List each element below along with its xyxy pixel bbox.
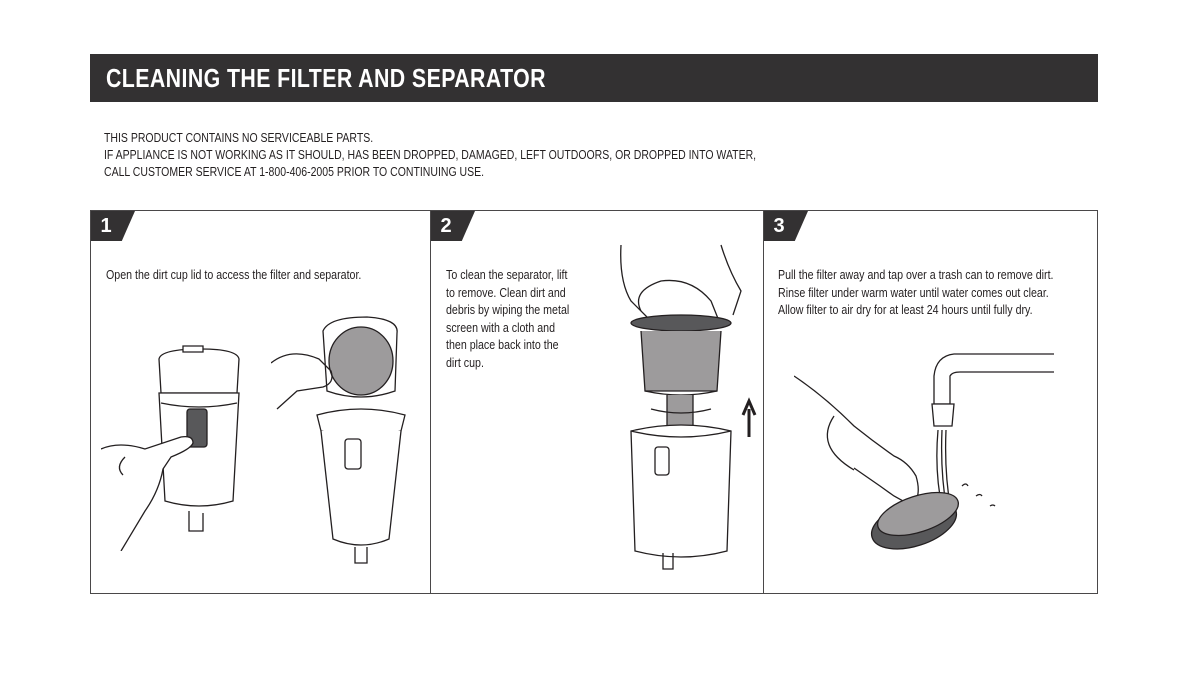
instruction-line: Pull the filter away and tap over a tras… [778,267,1054,282]
instruction-line: dirt cup. [446,354,484,370]
page-title: CLEANING THE FILTER AND SEPARATOR [106,62,546,93]
instruction-line: Rinse filter under warm water until wate… [778,284,1049,300]
steps-panel: 1 Open the dirt cup lid to access the fi… [90,210,1098,594]
notice-line: THIS PRODUCT CONTAINS NO SERVICEABLE PAR… [104,131,374,145]
section-title-bar: CLEANING THE FILTER AND SEPARATOR [90,54,1098,102]
step-number: 1 [100,215,112,237]
service-notice: THIS PRODUCT CONTAINS NO SERVICEABLE PAR… [104,130,860,181]
notice-line: CALL CUSTOMER SERVICE AT 1-800-406-2005 … [104,165,485,179]
instruction-line: screen with a cloth and [446,319,556,335]
step-2: 2 To clean the separator, lift to remove… [430,211,763,593]
step-1: 1 Open the dirt cup lid to access the fi… [91,211,430,593]
instruction-line: Open the dirt cup lid to access the filt… [106,267,362,282]
step-1-instructions: Open the dirt cup lid to access the filt… [106,266,361,284]
step-2-instructions: To clean the separator, lift to remove. … [446,266,569,371]
rinse-filter-faucet-illustration [794,346,1094,566]
instruction-line: debris by wiping the metal [446,302,570,317]
step-number: 3 [773,215,785,237]
separator-lift-illustration [601,241,761,581]
step-number: 2 [440,215,452,237]
instruction-line: then place back into the [446,337,559,352]
instruction-line: to remove. Clean dirt and [446,284,566,300]
step-3-instructions: Pull the filter away and tap over a tras… [778,266,1054,319]
instruction-line: Allow filter to air dry for at least 24 … [778,302,1033,317]
dirt-cup-open-lid-illustration [271,311,421,571]
step-3: 3 Pull the filter away and tap over a tr… [763,211,1097,593]
instruction-line: To clean the separator, lift [446,267,568,282]
dirt-cup-closed-illustration [101,341,251,551]
notice-line: IF APPLIANCE IS NOT WORKING AS IT SHOULD… [104,148,757,162]
